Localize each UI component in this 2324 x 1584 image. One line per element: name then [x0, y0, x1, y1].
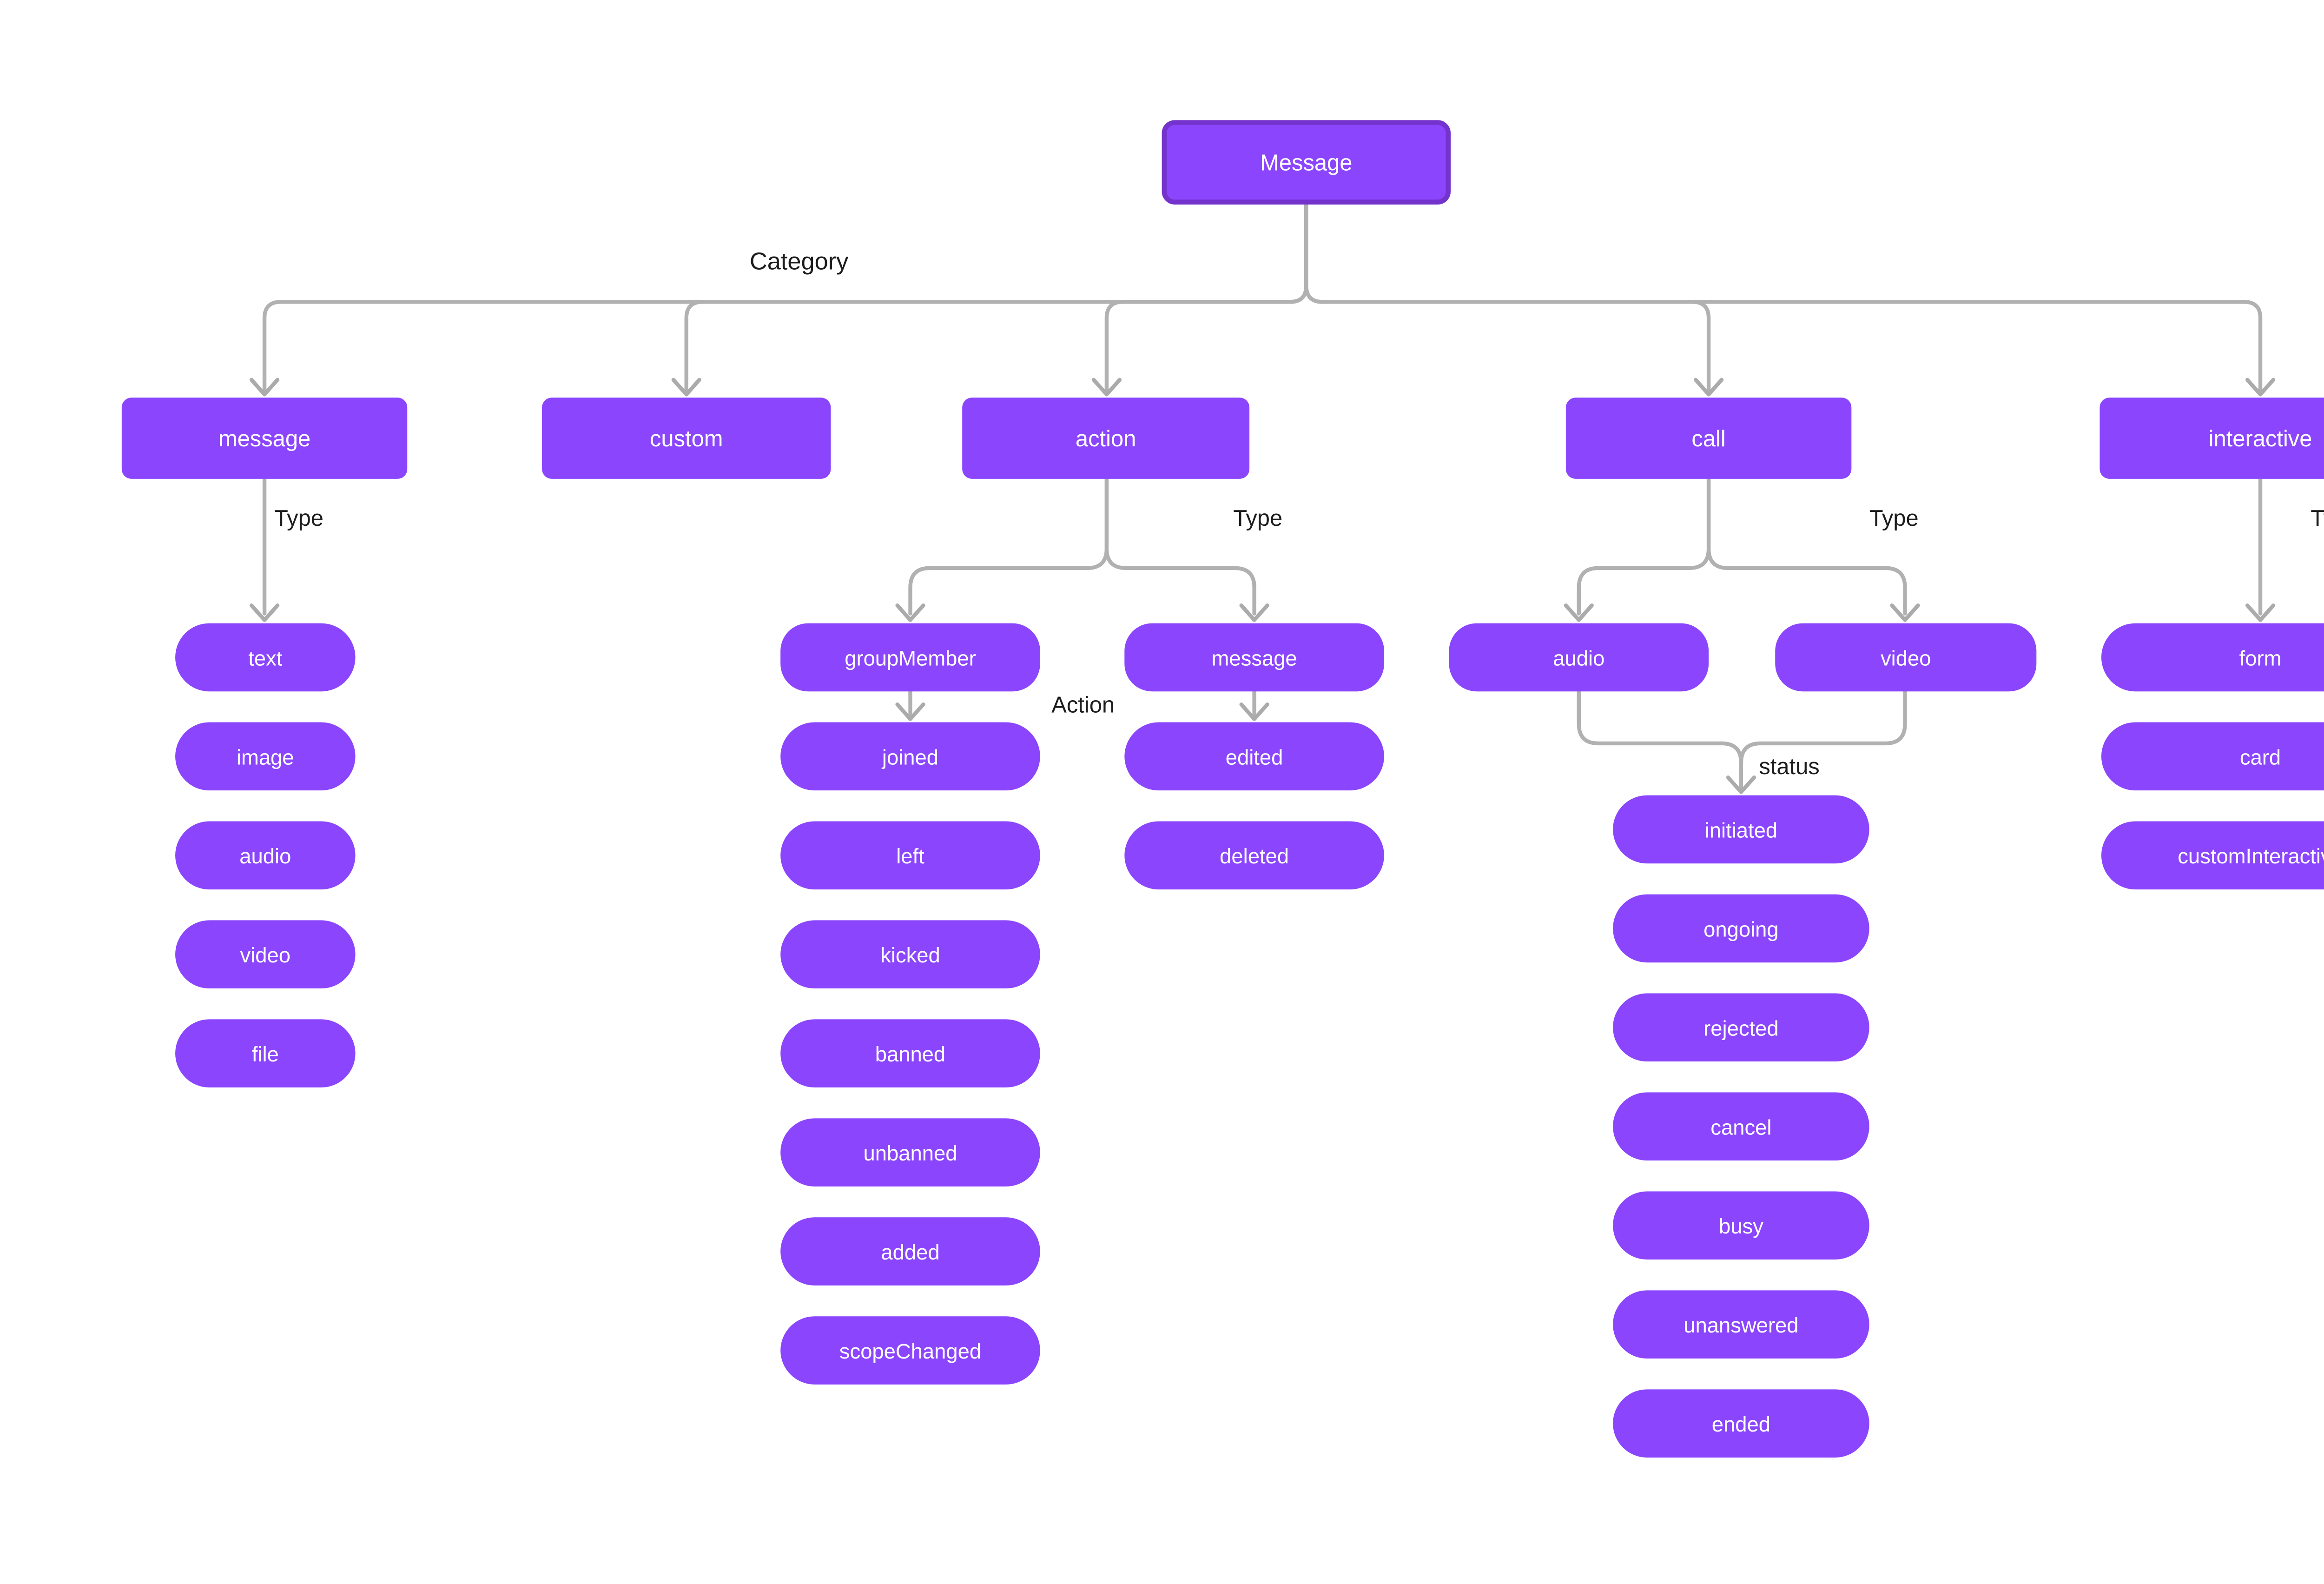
node-call-video: video	[1775, 623, 2037, 692]
edge-call-to-audio	[1577, 477, 1711, 616]
node-status-cancel: cancel	[1613, 1092, 1869, 1161]
node-type-group-member: groupMember	[780, 623, 1040, 692]
node-status-unanswered: unanswered	[1613, 1290, 1869, 1359]
arrow-down-icon	[1726, 775, 1756, 794]
node-type-image: image	[175, 722, 356, 791]
node-action-edited: edited	[1124, 722, 1384, 791]
label-action: Action	[1051, 691, 1115, 718]
node-category-custom: custom	[542, 398, 831, 479]
node-action-left: left	[780, 821, 1040, 890]
node-status-ongoing: ongoing	[1613, 894, 1869, 963]
node-status-initiated: initiated	[1613, 795, 1869, 864]
edge-action-to-groupmember	[908, 477, 1109, 616]
edge-video-to-merge	[1739, 689, 1907, 765]
arrow-down-icon	[671, 378, 701, 397]
arrowhead-icons	[249, 378, 2276, 794]
arrow-down-icon	[1091, 378, 1122, 397]
node-interactive-card: card	[2101, 722, 2324, 791]
arrow-down-icon	[1890, 603, 1920, 622]
label-type-interactive: Type	[2311, 504, 2324, 531]
edge-root-to-message	[262, 202, 1308, 392]
node-action-kicked: kicked	[780, 920, 1040, 989]
arrow-down-icon	[1564, 603, 1594, 622]
node-type-video: video	[175, 920, 356, 989]
label-type-call: Type	[1869, 504, 1919, 531]
edge-audio-to-merge	[1577, 689, 1743, 765]
node-category-call: call	[1565, 398, 1852, 479]
arrow-down-icon	[895, 603, 925, 622]
edge-root-to-custom	[684, 202, 1308, 392]
label-type-message: Type	[274, 504, 324, 531]
edge-root-to-call	[1304, 202, 1711, 392]
edge-root-to-action	[1104, 202, 1308, 392]
arrow-down-icon	[1693, 378, 1724, 397]
node-type-action-message: message	[1124, 623, 1384, 692]
node-root-message: Message	[1162, 120, 1451, 205]
node-status-busy: busy	[1613, 1191, 1869, 1260]
arrow-down-icon	[1239, 603, 1269, 622]
arrow-down-icon	[1239, 702, 1269, 721]
node-category-message: message	[121, 398, 408, 479]
node-category-interactive: interactive	[2100, 398, 2324, 479]
node-action-banned: banned	[780, 1019, 1040, 1088]
node-action-joined: joined	[780, 722, 1040, 791]
edge-action-to-message	[1104, 477, 1256, 616]
label-status: status	[1759, 753, 1820, 779]
arrow-down-icon	[249, 378, 280, 397]
node-status-ended: ended	[1613, 1389, 1869, 1458]
arrow-down-icon	[895, 702, 925, 721]
label-type-action: Type	[1233, 504, 1283, 531]
arrow-down-icon	[2245, 603, 2276, 622]
node-action-scope-changed: scopeChanged	[780, 1316, 1040, 1385]
label-category: Category	[749, 248, 849, 276]
edge-root-to-interactive	[1304, 202, 2263, 392]
node-interactive-form: form	[2101, 623, 2324, 692]
node-call-audio: audio	[1449, 623, 1709, 692]
edge-call-to-video	[1706, 477, 1907, 616]
node-type-text: text	[175, 623, 356, 692]
node-type-audio: audio	[175, 821, 356, 890]
node-interactive-custom-interactive: customInteractive	[2101, 821, 2324, 890]
arrow-down-icon	[2245, 378, 2276, 397]
node-action-unbanned: unbanned	[780, 1118, 1040, 1186]
node-action-deleted: deleted	[1124, 821, 1384, 890]
node-type-file: file	[175, 1019, 356, 1088]
node-status-rejected: rejected	[1613, 993, 1869, 1062]
node-action-added: added	[780, 1217, 1040, 1286]
arrow-down-icon	[249, 603, 280, 622]
node-category-action: action	[962, 398, 1250, 479]
